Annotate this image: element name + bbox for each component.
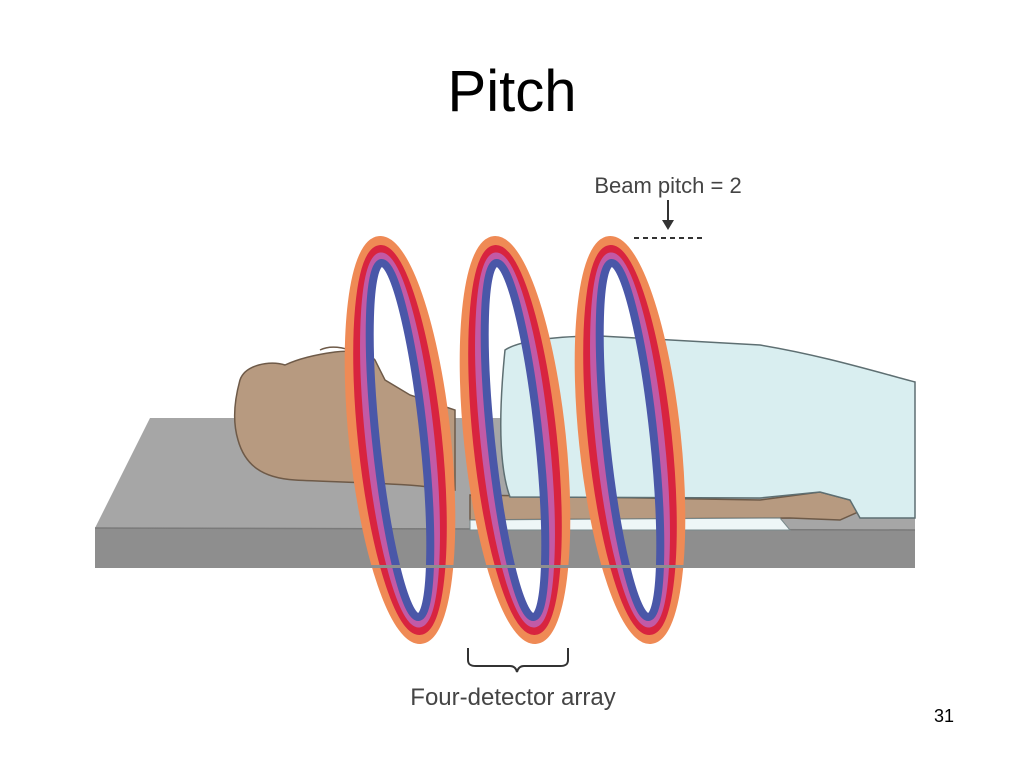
beam-pitch-annotation: Beam pitch = 2: [594, 173, 742, 239]
detector-array-label: Four-detector array: [410, 684, 615, 711]
bracket-icon: [467, 648, 569, 673]
beam-pitch-label: Beam pitch = 2: [594, 173, 741, 198]
down-arrow-icon: [662, 220, 674, 230]
slide-title: Pitch: [447, 59, 577, 124]
page-number: 31: [934, 706, 955, 726]
detector-array-annotation: Four-detector array: [410, 648, 616, 711]
